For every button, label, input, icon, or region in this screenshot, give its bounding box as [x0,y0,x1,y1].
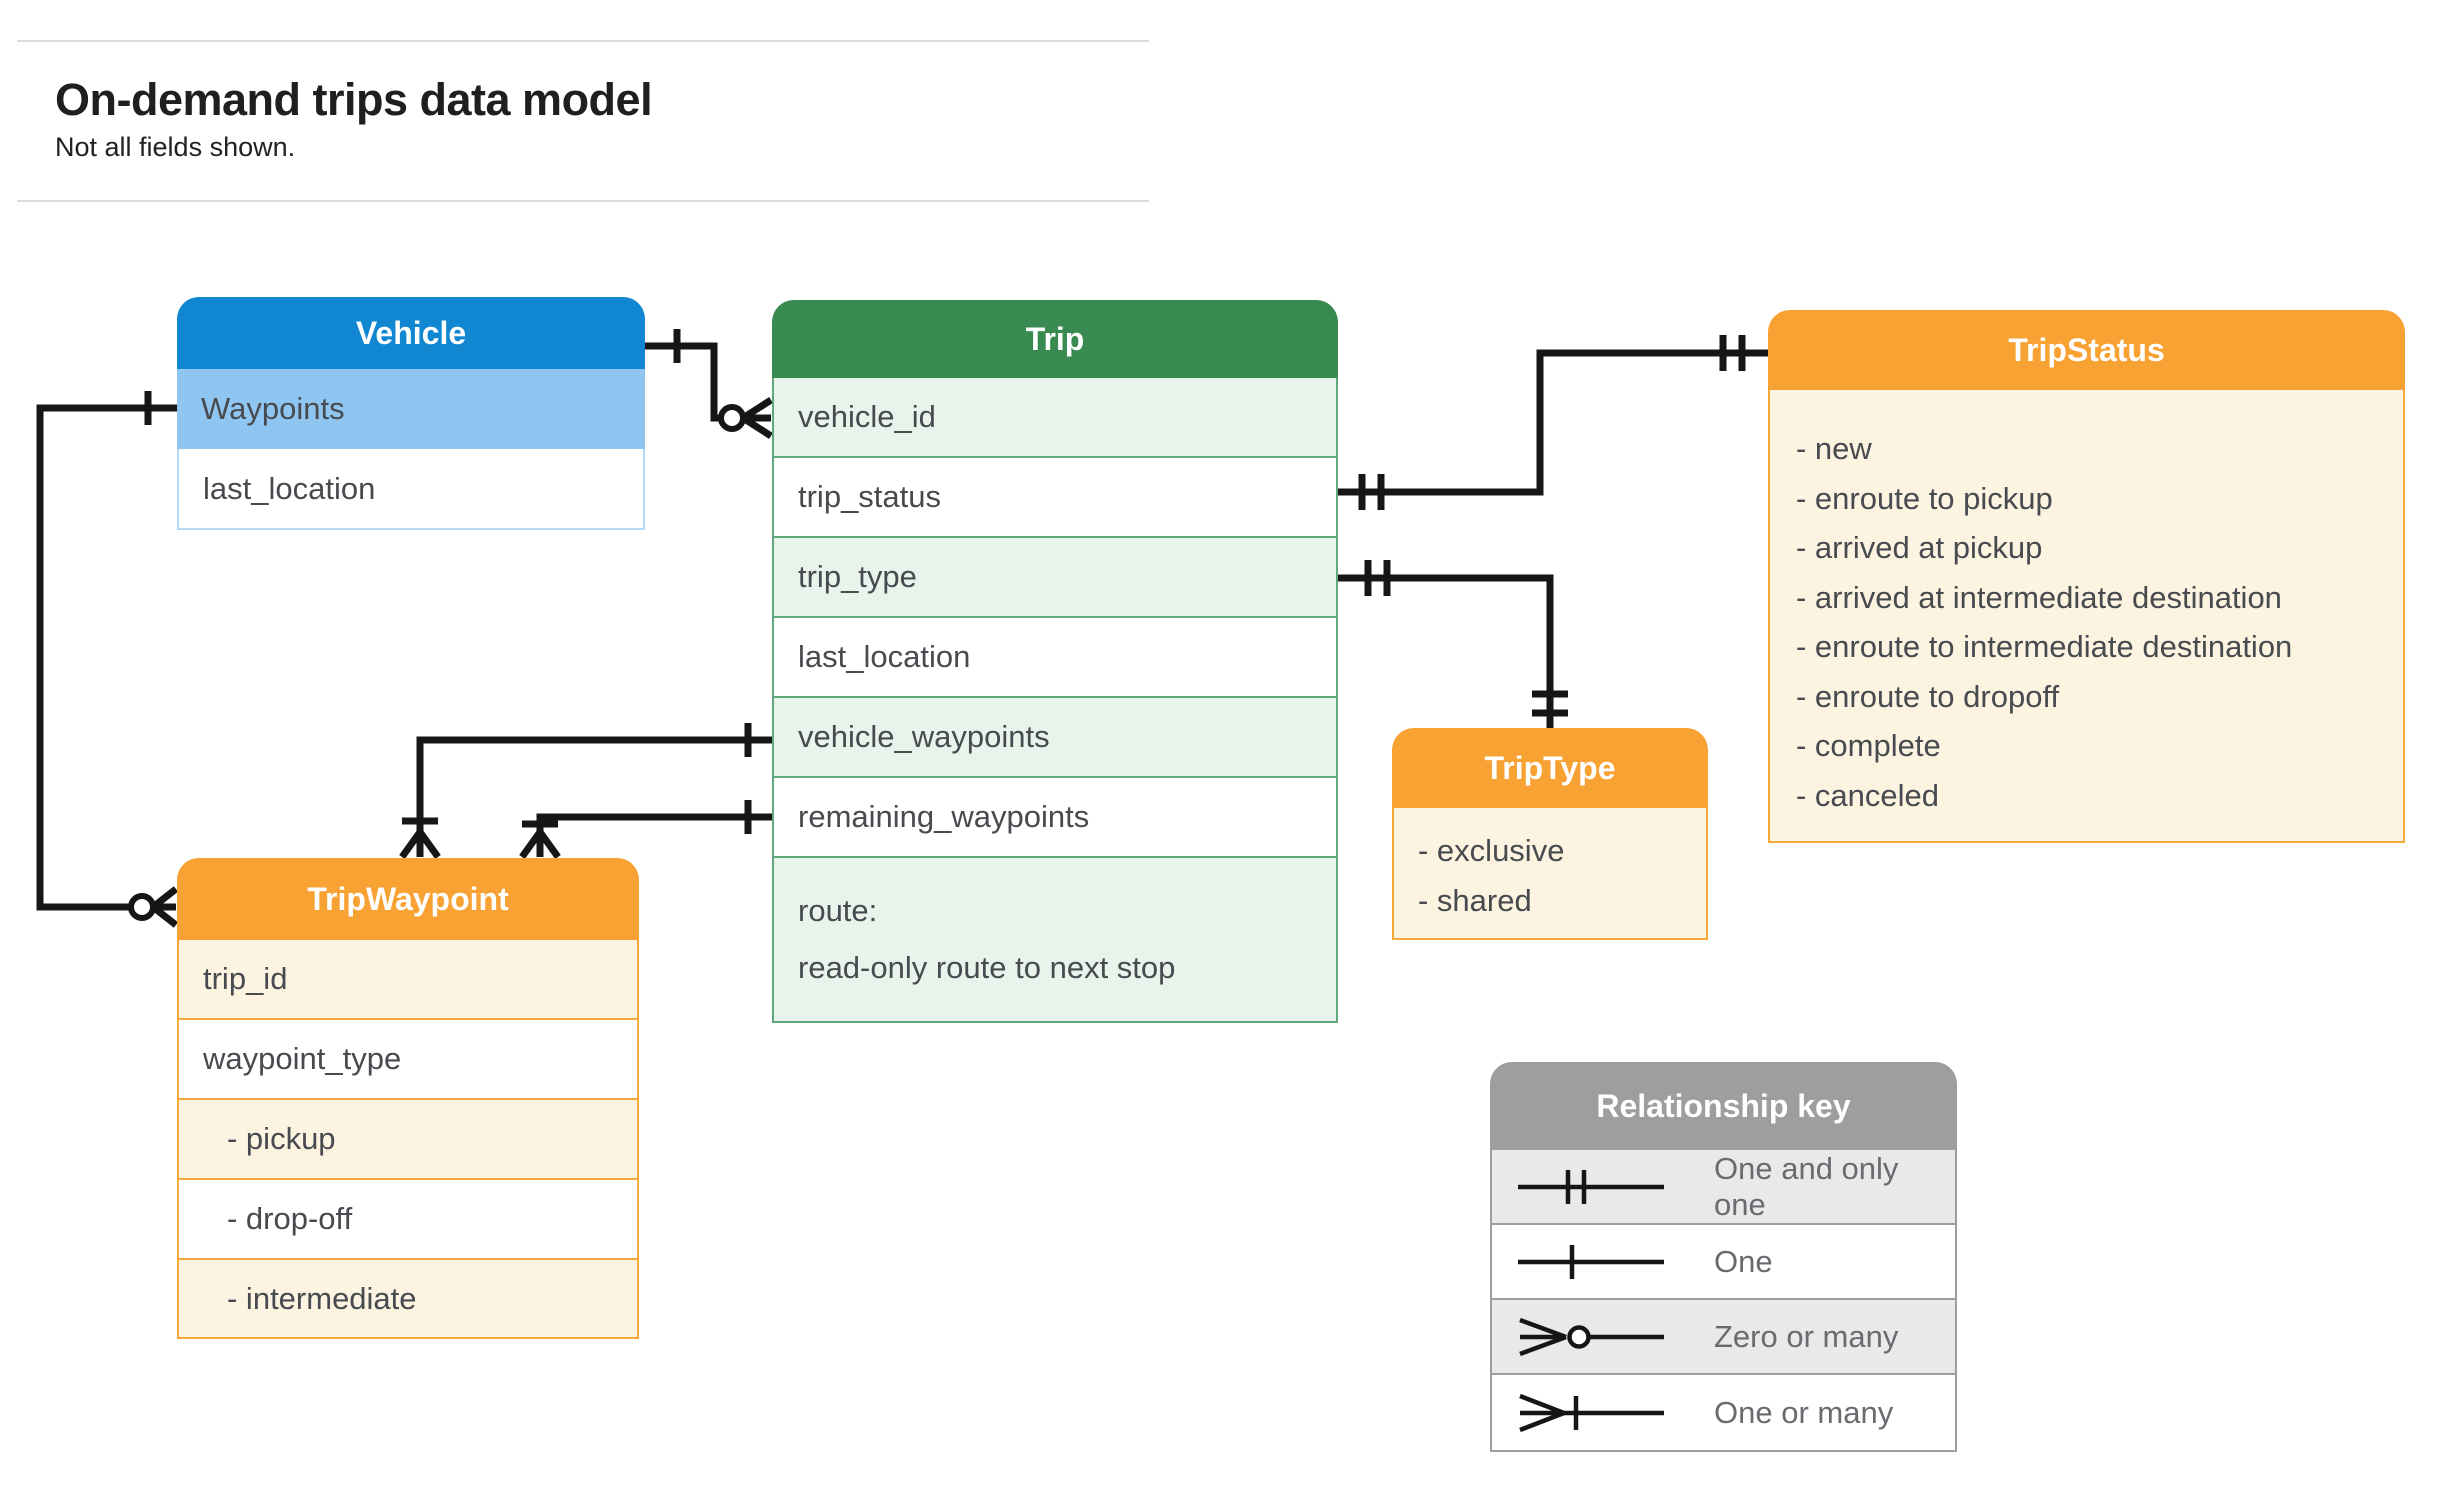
vehicle-table-header: Vehicle [177,297,645,369]
table-row: last_location [177,449,645,530]
relationship-key-header: Relationship key [1490,1062,1957,1150]
crow-foot [399,829,441,860]
vehicle-table: Vehicle Waypoints last_location [177,297,645,530]
legend-label: Zero or many [1714,1318,1899,1354]
field-label: vehicle_waypoints [798,719,1050,754]
relationship-key-title: Relationship key [1596,1087,1851,1124]
enum-item: - new [1796,431,1872,466]
table-row: - intermediate [179,1260,637,1337]
tripstatus-table-header: TripStatus [1768,310,2405,390]
enum-item: - canceled [1796,777,1940,813]
zero-or-many-symbol [1519,1317,1664,1356]
legend-label: One [1714,1243,1773,1279]
crow-foot [741,397,773,439]
triptype-table-header: TripType [1392,728,1708,808]
one-and-only-one-symbol [1518,1169,1664,1204]
tripwaypoint-table-title: TripWaypoint [307,880,509,917]
field-label: route: [798,893,878,928]
field-label: - pickup [227,1121,336,1156]
table-row: - drop-off [179,1180,637,1260]
field-label: remaining_waypoints [798,799,1090,834]
legend-row: Zero or many [1492,1300,1955,1375]
tripstatus-table-body: - new - enroute to pickup - arrived at p… [1768,390,2405,843]
table-row: vehicle_id [774,378,1336,458]
page-subtitle: Not all fields shown. [55,132,296,162]
relationship-key: Relationship key One and only one One Ze… [1490,1062,1957,1452]
trip-table-body: vehicle_id trip_status trip_type last_lo… [772,378,1338,1023]
legend-row: One [1492,1225,1955,1300]
tripwaypoint-table-body: trip_id waypoint_type - pickup - drop-of… [177,940,639,1339]
vehicle-table-title: Vehicle [355,314,467,351]
field-label: trip_id [203,961,288,996]
crow-foot [150,886,179,928]
field-label: trip_type [798,559,917,594]
connector-trip-type-to-triptype [1338,560,1568,728]
field-label: vehicle_id [798,399,936,434]
page-title: On-demand trips data model [55,74,653,125]
enum-item: - shared [1418,882,1532,918]
legend-row: One or many [1492,1375,1955,1450]
legend-label: One and only one [1714,1150,1899,1222]
field-label: trip_status [798,479,942,514]
trip-table-header: Trip [772,300,1338,378]
triptype-table-body: - exclusive - shared [1392,808,1708,940]
enum-item: - enroute to pickup [1796,480,2053,516]
one-symbol [1518,1244,1664,1279]
field-label: - drop-off [227,1201,353,1236]
table-row: route: read-only route to next stop [774,858,1336,1021]
field-sublabel: read-only route to next stop [798,950,1176,985]
triptype-table: TripType - exclusive - shared [1392,728,1708,940]
enum-item: - arrived at pickup [1796,530,2043,565]
field-label: last_location [203,470,376,506]
trip-table: Trip vehicle_id trip_status trip_type la… [772,300,1338,1023]
connector-remaining-waypoints-to-tripwaypoint [519,800,772,860]
triptype-table-title: TripType [1484,749,1616,786]
enum-item: - exclusive [1418,833,1565,868]
vehicle-table-body: Waypoints last_location [177,369,645,530]
tripstatus-table-title: TripStatus [2008,331,2165,368]
field-label: waypoint_type [203,1041,402,1076]
enum-item: - complete [1796,728,1941,763]
table-row: trip_type [774,538,1336,618]
connector-vehicle-waypoints-to-tripwaypoint [399,723,772,860]
tripwaypoint-table: TripWaypoint trip_id waypoint_type - pic… [177,858,639,1339]
zero-circle [128,893,156,921]
trip-table-title: Trip [1025,320,1085,357]
field-label: - intermediate [227,1280,417,1316]
legend-row: One and only one [1492,1150,1955,1225]
table-row: trip_id [179,940,637,1020]
tripstatus-table: TripStatus - new - enroute to pickup - a… [1768,310,2405,843]
crow-foot [519,829,561,860]
table-row: - pickup [179,1100,637,1180]
zero-circle [718,404,746,432]
table-row: remaining_waypoints [774,778,1336,858]
legend-label: One or many [1714,1394,1894,1430]
enum-item: - arrived at intermediate destination [1796,579,2282,615]
enum-item: - enroute to dropoff [1796,678,2060,714]
table-row: waypoint_type [179,1020,637,1100]
table-row: vehicle_waypoints [774,698,1336,778]
enum-item: - enroute to intermediate destination [1796,629,2293,664]
connector-vehicle-row-to-tripwaypoint [36,391,179,928]
top-divider [17,40,1149,42]
table-row: last_location [774,618,1336,698]
heading-divider [17,200,1149,202]
connector-vehicle-to-trip [645,329,773,439]
one-or-many-symbol [1519,1393,1664,1432]
table-row: Waypoints [177,369,645,449]
table-row: trip_status [774,458,1336,538]
field-label: Waypoints [201,391,345,426]
connector-trip-status-to-tripstatus [1338,335,1768,510]
field-label: last_location [798,639,971,674]
tripwaypoint-table-header: TripWaypoint [177,858,639,940]
relationship-key-body: One and only one One Zero or many One or… [1490,1150,1957,1452]
